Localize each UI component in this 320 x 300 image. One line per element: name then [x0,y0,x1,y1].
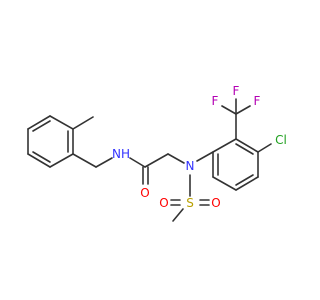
bond-lines [27,98,272,222]
molecule-canvas: NH O N S O O Cl F F F [27,84,287,222]
sulfonyl-oxygen-right-label: O [211,196,220,210]
bond-benzyl-ch2 [72,153,97,168]
molecule-structure: NH O N S O O Cl F F F [27,84,287,222]
bond-cl [257,143,272,153]
bond-ring-a5 [49,153,74,168]
amide-nh-label: NH [112,147,130,161]
fluorine-top-label: F [233,84,240,98]
bond-methyl [72,116,94,130]
sulfur-label: S [186,196,194,210]
bond-ring-b1 [212,138,237,153]
chlorine-label: Cl [275,133,287,147]
fluorine-left-label: F [212,94,219,108]
bond-ch2-n [167,153,185,164]
bond-ring-b4 [235,176,259,191]
sulfonyl-oxygen-left-label: O [159,196,168,210]
bond-ring-b2 [235,138,259,153]
sulfonamide-nitrogen-label: N [186,159,195,173]
amide-oxygen-label: O [140,186,149,200]
bond-f-right [235,105,251,115]
bond-ring-a2 [27,115,51,130]
bond-f-left [221,105,237,115]
fluorine-right-label: F [254,94,261,108]
bond-n-aryl [196,151,214,162]
bond-ring-a4 [27,153,51,168]
bond-ring-b-inner1 [235,143,254,155]
bond-ring-b-inner2 [235,174,254,186]
bond-ring-a-inner2 [32,151,51,163]
bond-ch2-nh [95,157,113,168]
bond-nh-carbonyl [129,157,146,168]
bond-ring-a-inner1 [32,120,51,132]
bond-carbonyl-ch2 [144,153,169,168]
bond-ring-a1 [49,115,74,130]
bond-ring-b5 [212,176,237,191]
bond-s-methyl [172,208,184,222]
atom-labels: NH O N S O O Cl F F F [112,84,287,210]
